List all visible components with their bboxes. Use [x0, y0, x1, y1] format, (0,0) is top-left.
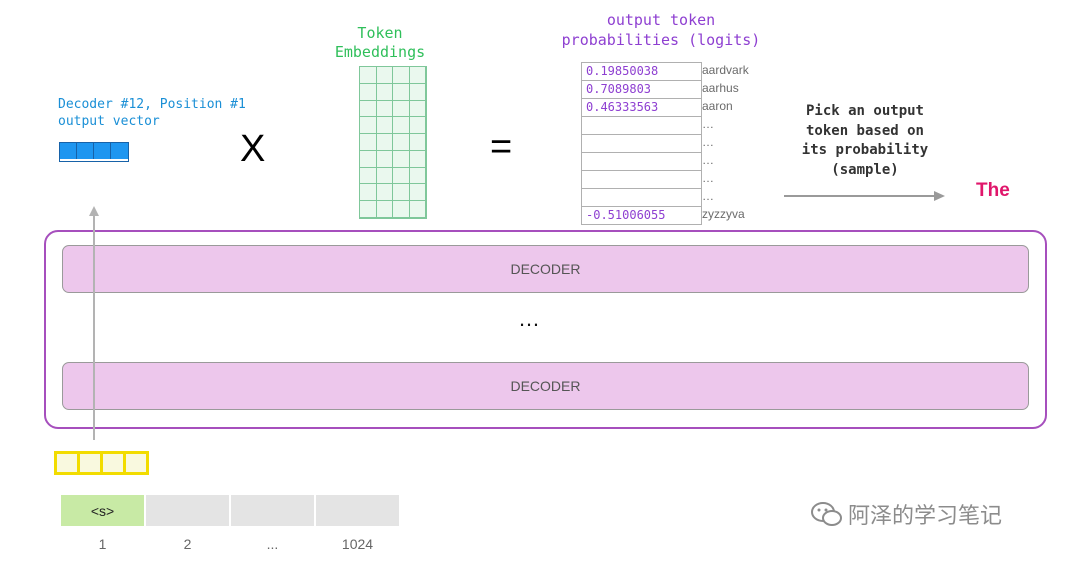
- embedding-cell: [393, 167, 410, 185]
- selected-token: The: [976, 180, 1010, 201]
- embedding-cell: [376, 167, 393, 185]
- embedding-cell: [376, 100, 393, 118]
- vocab-token: aarhus: [702, 81, 739, 95]
- output-vector-cell: [60, 143, 77, 159]
- embedding-cell: [393, 201, 410, 218]
- embedding-cell: [393, 184, 410, 202]
- embedding-cell: [409, 201, 426, 218]
- embedding-cell: [409, 83, 426, 101]
- watermark: 阿泽的学习笔记: [810, 498, 1002, 530]
- logit-cell: [581, 117, 702, 135]
- multiply-operator: X: [240, 128, 266, 170]
- pick-instruction: Pick an output token based on its probab…: [801, 103, 929, 178]
- output-vector-cell: [111, 143, 128, 159]
- input-vector-cell: [103, 454, 123, 472]
- embedding-cell: [393, 117, 410, 135]
- position-index: 2: [183, 536, 192, 552]
- position-slot: <s> 1: [61, 495, 144, 552]
- vocab-token: …: [702, 153, 714, 167]
- position-slot: 2: [146, 495, 229, 552]
- embedding-cell: [360, 134, 377, 151]
- embedding-cell: [393, 134, 410, 151]
- vocab-token: aardvark: [702, 63, 749, 77]
- logit-cell: [581, 189, 702, 207]
- embedding-cell: [376, 117, 393, 135]
- vocab-token: …: [702, 171, 714, 185]
- embedding-cell: [409, 117, 426, 135]
- embedding-cell: [360, 184, 377, 202]
- vocab-token: …: [702, 135, 714, 149]
- input-vector-cell: [126, 454, 146, 472]
- embedding-cell: [360, 67, 377, 84]
- position-token: [316, 495, 399, 526]
- vocab-token: aaron: [702, 99, 733, 113]
- output-vector: [59, 142, 129, 162]
- position-slot: ...: [231, 495, 314, 552]
- logit-cell: -0.51006055: [581, 207, 702, 225]
- embedding-cell: [376, 134, 393, 151]
- embedding-cell: [409, 134, 426, 151]
- embedding-cell: [409, 167, 426, 185]
- vocab-token: …: [702, 189, 714, 203]
- decoder-block-top: DECODER: [62, 245, 1029, 293]
- vocab-token: …: [702, 117, 714, 131]
- input-vector-cell: [80, 454, 100, 472]
- output-vector-cell: [77, 143, 94, 159]
- embedding-cell: [360, 167, 377, 185]
- position-token: [231, 495, 314, 526]
- embedding-cell: [393, 150, 410, 168]
- input-vector-cell: [57, 454, 77, 472]
- embedding-cell: [360, 100, 377, 118]
- sample-arrow: [784, 191, 945, 201]
- embedding-cell: [376, 67, 393, 84]
- decoder-block-bottom: DECODER: [62, 362, 1029, 410]
- input-vector: [54, 451, 149, 475]
- equals-operator: =: [490, 126, 513, 168]
- position-token: <s>: [61, 495, 144, 526]
- embedding-cell: [409, 150, 426, 168]
- logit-cell: [581, 135, 702, 153]
- embedding-cell: [393, 67, 410, 84]
- embeddings-title: Token Embeddings: [334, 24, 426, 61]
- embeddings-matrix: [359, 66, 427, 219]
- embedding-cell: [376, 150, 393, 168]
- output-vector-cell: [94, 143, 111, 159]
- embedding-cell: [409, 184, 426, 202]
- decoder-output-label: Decoder #12, Position #1 output vector: [58, 97, 246, 129]
- embedding-cell: [360, 150, 377, 168]
- vocab-token: zyzzyva: [702, 207, 745, 221]
- embedding-cell: [409, 100, 426, 118]
- position-token: [146, 495, 229, 526]
- watermark-text: 阿泽的学习笔记: [848, 503, 1003, 528]
- embedding-cell: [376, 83, 393, 101]
- position-index: ...: [266, 536, 279, 552]
- logit-cell: [581, 171, 702, 189]
- decoder-ellipsis: …: [518, 306, 542, 331]
- wechat-icon: [811, 502, 842, 526]
- embedding-cell: [393, 100, 410, 118]
- embedding-cell: [360, 117, 377, 135]
- position-index: 1024: [341, 536, 374, 552]
- embedding-cell: [409, 67, 426, 84]
- logit-cell: 0.19850038: [581, 63, 702, 81]
- decoder-stack: [44, 230, 1047, 429]
- position-index: 1: [98, 536, 107, 552]
- position-sequence: <s> 1 2 ... 1024: [61, 495, 401, 552]
- logit-cell: [581, 153, 702, 171]
- probabilities-title: output token probabilities (logits): [561, 11, 761, 49]
- embedding-cell: [376, 201, 393, 218]
- embedding-cell: [376, 184, 393, 202]
- embedding-cell: [360, 201, 377, 218]
- embedding-cell: [393, 83, 410, 101]
- position-slot: 1024: [316, 495, 399, 552]
- logit-cell: 0.7089803: [581, 81, 702, 99]
- logit-cell: 0.46333563: [581, 99, 702, 117]
- vertical-flow-arrow: [89, 206, 99, 440]
- embedding-cell: [360, 83, 377, 101]
